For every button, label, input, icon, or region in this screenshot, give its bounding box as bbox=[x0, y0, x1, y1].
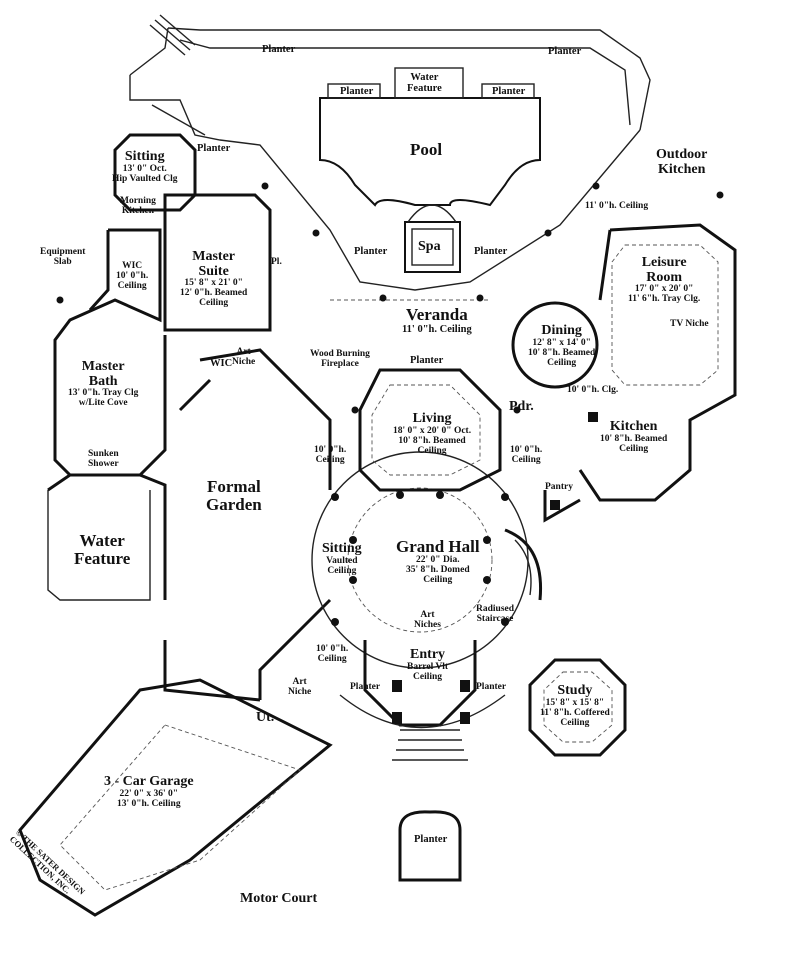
master-suite-label: Master Suite 15' 8" x 21' 0" 12' 0"h. Be… bbox=[180, 249, 248, 309]
stair-top-left bbox=[149, 14, 196, 56]
planter-entry-right-label: Planter bbox=[476, 682, 507, 692]
entry-label: Entry Barrel Vlt Ceiling bbox=[407, 647, 449, 682]
living-label: Living 18' 0" x 20' 0" Oct. 10' 8"h. Bea… bbox=[393, 411, 472, 456]
garage-label: 3 - Car Garage 22' 0" x 36' 0" 13' 0"h. … bbox=[104, 774, 194, 809]
outdoor-ceiling-label: 11' 0"h. Ceiling bbox=[585, 201, 649, 211]
ceiling-left-lower-label: 10' 0"h.Ceiling bbox=[316, 644, 349, 664]
planter-top-right-label: Planter bbox=[548, 46, 582, 57]
planter-pool-left-label: Planter bbox=[340, 86, 374, 97]
pl-label: Pl. bbox=[271, 257, 282, 267]
pool-shape bbox=[319, 67, 541, 273]
planter-motor-label: Planter bbox=[414, 834, 448, 845]
pool-label: Pool bbox=[410, 140, 443, 159]
tv-niche-label: TV Niche bbox=[670, 319, 709, 329]
master-bath-label: Master Bath 13' 0"h. Tray Clg w/Lite Cov… bbox=[68, 359, 139, 409]
sitting-top-label: Sitting 13' 0" Oct. Hip Vaulted Clg bbox=[112, 149, 178, 184]
kitchen-ceiling-label: 10' 0"h. Clg. bbox=[567, 385, 619, 395]
dining-label: Dining 12' 8" x 14' 0" 10' 8"h. Beamed C… bbox=[528, 323, 596, 368]
kitchen-label: Kitchen 10' 8"h. Beamed Ceiling bbox=[600, 419, 668, 454]
planter-spa-left-label: Planter bbox=[354, 246, 388, 257]
sitting-hall-label: Sitting Vaulted Ceiling bbox=[322, 541, 362, 576]
columns bbox=[56, 182, 724, 724]
leisure-room-label: Leisure Room 17' 0" x 20' 0" 11' 6"h. Tr… bbox=[628, 255, 701, 305]
pdr-label: Pdr. bbox=[509, 399, 534, 414]
entry-steps bbox=[392, 729, 468, 761]
planter-top-left-label: Planter bbox=[262, 44, 296, 55]
motor-court-label: Motor Court bbox=[240, 891, 318, 906]
planter-pool-right-label: Planter bbox=[492, 86, 526, 97]
outer-terrace-outline bbox=[129, 14, 651, 291]
spa-label: Spa bbox=[418, 239, 441, 254]
planter-entry-left-label: Planter bbox=[350, 682, 381, 692]
ceiling-left-upper-label: 10' 0"h.Ceiling bbox=[314, 445, 347, 465]
utility-label: Ut. bbox=[256, 710, 275, 725]
planter-living-label: Planter bbox=[410, 355, 444, 366]
study-label: Study 15' 8" x 15' 8" 11' 8"h. Coffered … bbox=[540, 683, 610, 728]
pantry-label: Pantry bbox=[545, 482, 573, 492]
grand-hall-label: Grand Hall 22' 0" Dia. 35' 8"h. Domed Ce… bbox=[396, 537, 480, 585]
wic-master-label: WIC bbox=[210, 358, 233, 369]
planter-upper-label: Planter bbox=[197, 143, 231, 154]
main-walls bbox=[18, 133, 737, 917]
planter-spa-right-label: Planter bbox=[474, 246, 508, 257]
veranda-label: Veranda 11' 0"h. Ceiling bbox=[402, 305, 472, 335]
ceiling-right-upper-label: 10' 0"h.Ceiling bbox=[510, 445, 543, 465]
